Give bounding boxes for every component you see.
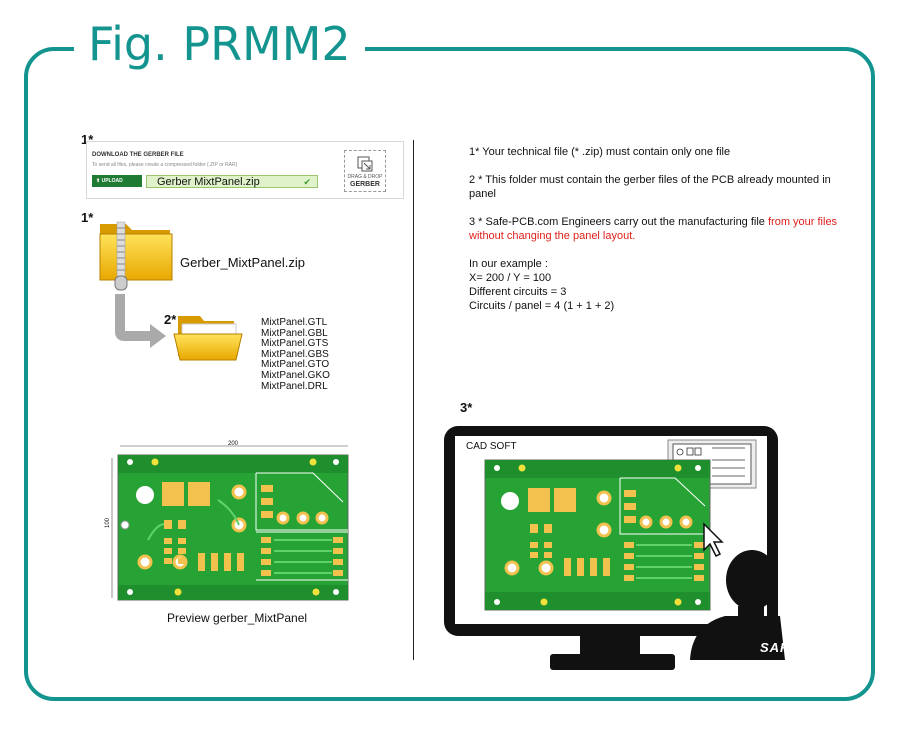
preview-caption: Preview gerber_MixtPanel xyxy=(167,611,308,625)
note-2: 2 * This folder must contain the gerber … xyxy=(469,174,831,200)
cad-soft-label: CAD SOFT xyxy=(466,441,517,452)
upload-icon: ⬆ xyxy=(96,178,102,184)
notes-panel: 1* Your technical file (* .zip) must con… xyxy=(469,145,849,313)
upload-panel: DOWNLOAD THE GERBER FILE To send all fil… xyxy=(86,141,404,199)
check-icon: ✔ xyxy=(303,177,311,187)
example-xy: X= 200 / Y = 100 xyxy=(469,272,552,284)
example-panel: Circuits / panel = 4 (1 + 1 + 2) xyxy=(469,300,615,312)
upload-button[interactable]: ⬆ UPLOAD xyxy=(92,175,142,187)
list-item: MixtPanel.GTL xyxy=(261,317,328,328)
drop-label-2: GERBER xyxy=(350,181,380,188)
note-3: 3 * Safe-PCB.com Engineers carry out the… xyxy=(469,215,849,243)
example-circuits: Different circuits = 3 xyxy=(469,286,567,298)
height-dimension: 100 xyxy=(105,517,112,529)
step-marker-2: 2* xyxy=(164,312,177,327)
list-item: MixtPanel.GBL xyxy=(261,327,328,339)
list-item: MixtPanel.GKO xyxy=(261,369,330,381)
example-title: In our example : xyxy=(469,258,548,270)
zip-folder-icon xyxy=(99,221,173,291)
drop-icon xyxy=(357,156,373,172)
zip-file-name: Gerber_MixtPanel.zip xyxy=(180,255,305,270)
gerber-file-list: MixtPanel.GTL MixtPanel.GBL MixtPanel.GT… xyxy=(261,317,330,392)
uploaded-file-field: Gerber MixtPanel.zip ✔ xyxy=(146,175,318,188)
note-3-highlight: from your files without changing the pan… xyxy=(469,216,838,242)
arrow-icon xyxy=(115,294,166,348)
list-item: MixtPanel.GTS xyxy=(261,338,329,350)
note-1: 1* Your technical file (* .zip) must con… xyxy=(469,146,731,158)
upload-button-label: UPLOAD xyxy=(101,178,123,184)
column-divider xyxy=(413,140,414,660)
drop-label-1: DRAG & DROP xyxy=(347,174,383,180)
drag-drop-zone[interactable]: DRAG & DROP GERBER xyxy=(344,150,386,192)
list-item: MixtPanel.GTO xyxy=(261,359,330,371)
list-item: MixtPanel.GBS xyxy=(261,348,329,360)
step-marker-3: 3* xyxy=(460,400,473,415)
cad-monitor-illustration xyxy=(444,426,785,670)
width-dimension: 200 xyxy=(228,441,239,447)
uploaded-file-name: Gerber MixtPanel.zip xyxy=(157,176,260,188)
upload-heading: DOWNLOAD THE GERBER FILE xyxy=(92,152,184,158)
list-item: MixtPanel.DRL xyxy=(261,380,328,392)
figure-title: Fig. PRMM2 xyxy=(74,14,365,74)
open-folder-icon xyxy=(173,316,243,361)
figure-frame xyxy=(24,47,875,701)
step-marker-1b: 1* xyxy=(81,210,94,225)
safe-badge: SAFE xyxy=(760,640,799,655)
pcb-preview xyxy=(111,445,349,601)
note-3-text: 3 * Safe-PCB.com Engineers carry out the… xyxy=(469,216,768,228)
upload-subtext: To send all files, please create a compr… xyxy=(92,162,238,168)
